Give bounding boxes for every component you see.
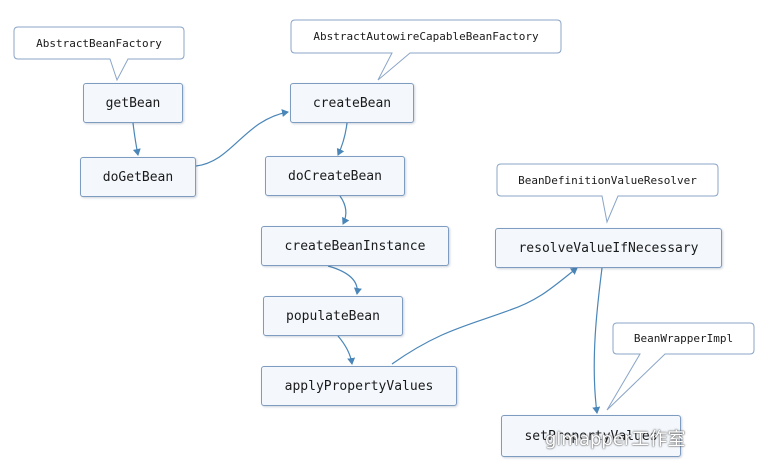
arrow-docreatebean-to-createbeaninstance [339, 195, 350, 225]
callout-beanwrapperimpl-shape [606, 322, 755, 411]
arrow-getbean-to-dogetbean [132, 122, 141, 156]
arrow-applypropertyvalues-to-resolvevalueifnecessary [391, 267, 578, 365]
node-docreatebean: doCreateBean [265, 156, 405, 196]
arrow-createbean-to-docreatebean [336, 122, 348, 156]
node-createbean: createBean [290, 83, 414, 123]
node-getbean: getBean [83, 83, 183, 123]
callout-beanwrapperimpl: BeanWrapperImpl [633, 332, 734, 345]
node-resolvevalueifnecessary: resolveValueIfNecessary [495, 228, 722, 268]
node-applypropertyvalues: applyPropertyValues [261, 366, 457, 406]
watermark: glmapper工作室 [545, 429, 686, 450]
node-setpropertyvalues: setPropertyValues [501, 415, 681, 457]
callout-abstractbeanfactory: AbstractBeanFactory [36, 36, 162, 50]
arrow-resolvevalueifnecessary-to-setpropertyvalues [592, 267, 603, 414]
callout-abstractbeanfactory-shape [13, 26, 185, 82]
node-createbeaninstance: createBeanInstance [261, 226, 449, 266]
callout-abstractautowirecapablebeanfactory: AbstractAutowireCapableBeanFactory [313, 30, 539, 43]
arrow-dogetbean-to-createbean [195, 109, 289, 167]
arrow-populatebean-to-applypropertyvalues [337, 335, 356, 365]
callout-beandefinitionvalueresolver: BeanDefinitionValueResolver [518, 173, 697, 187]
node-dogetbean: doGetBean [80, 157, 196, 197]
node-populatebean: populateBean [263, 296, 403, 336]
callout-beandefinitionvalueresolver-shape [496, 163, 719, 224]
callout-abstractautowire-shape [290, 19, 562, 81]
arrow-createbeaninstance-to-populatebean [327, 265, 362, 295]
